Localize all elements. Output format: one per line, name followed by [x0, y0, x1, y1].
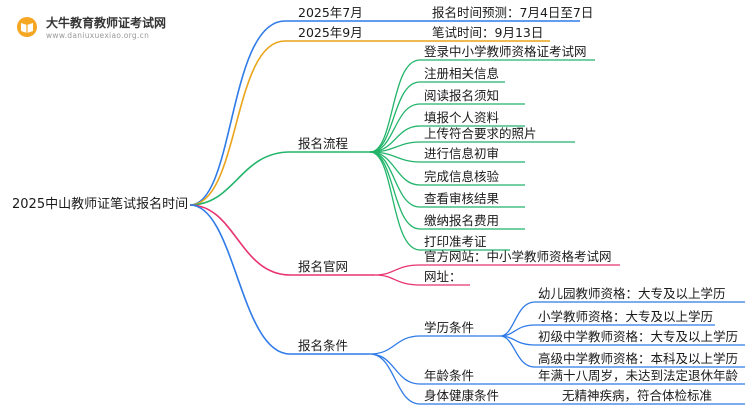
book-logo-icon — [17, 17, 37, 37]
process-step: 阅读报名须知 — [424, 88, 500, 103]
education-item: 高级中学教师资格：本科及以上学历 — [538, 351, 739, 366]
process-step: 打印准考证 — [424, 234, 487, 249]
health-value: 无精神疾病，符合体检标准 — [562, 388, 713, 403]
official-site: 官方网站：中小学教师资格考试网 — [424, 249, 612, 264]
age-label: 年龄条件 — [424, 368, 475, 383]
conditions-label: 报名条件 — [298, 338, 349, 353]
logo: 大牛教育教师证考试网 www.daniuxuexiao.org.cn — [12, 10, 172, 46]
process-step: 注册相关信息 — [424, 66, 500, 81]
process-label: 报名流程 — [298, 136, 349, 151]
process-step: 缴纳报名费用 — [424, 213, 500, 228]
edge-education-items — [499, 301, 745, 368]
schedule-time-2: 2025年9月 — [298, 25, 363, 40]
process-step: 完成信息核验 — [424, 169, 500, 184]
edge-conditions — [189, 204, 370, 355]
edge-process-steps — [369, 59, 595, 251]
process-step: 上传符合要求的照片 — [424, 126, 537, 141]
process-step: 登录中小学教师资格证考试网 — [424, 44, 587, 59]
schedule-time-1: 2025年7月 — [298, 5, 363, 20]
schedule-detail-1: 报名时间预测：7月4日至7日 — [432, 5, 594, 20]
edge-process — [189, 151, 370, 206]
process-step: 查看审核结果 — [424, 191, 500, 206]
edge-conditions-children — [369, 335, 745, 405]
official-url: 网址： — [424, 269, 462, 284]
health-label: 身体健康条件 — [424, 388, 500, 403]
logo-name: 大牛教育教师证考试网 — [46, 16, 167, 30]
education-item: 小学教师资格：大专及以上学历 — [538, 309, 714, 324]
age-value: 年满十八周岁，未达到法定退休年龄 — [538, 368, 739, 383]
edge-official — [189, 204, 375, 276]
process-step: 进行信息初审 — [424, 146, 500, 161]
education-item: 幼儿园教师资格：大专及以上学历 — [538, 286, 726, 301]
education-label: 学历条件 — [424, 320, 475, 335]
education-item: 初级中学教师资格：大专及以上学历 — [538, 329, 739, 344]
edge-schedule-2 — [189, 40, 550, 206]
schedule-detail-2: 笔试时间：9月13日 — [432, 25, 544, 40]
process-step: 填报个人资料 — [424, 110, 500, 125]
root-topic: 2025中山教师证笔试报名时间 — [12, 197, 189, 212]
edge-schedule-1 — [189, 20, 580, 206]
official-label: 报名官网 — [298, 259, 349, 274]
logo-url: www.daniuxuexiao.org.cn — [46, 31, 150, 40]
edge-official-items — [374, 264, 620, 286]
